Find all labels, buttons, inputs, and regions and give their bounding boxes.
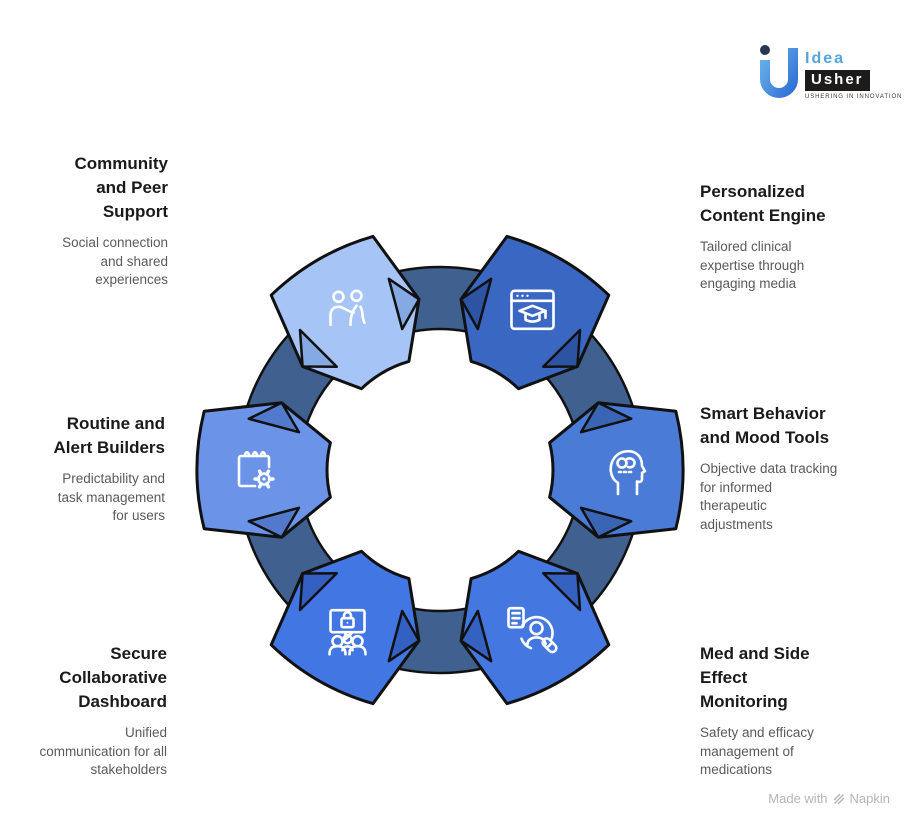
segment-fold <box>579 506 633 539</box>
calendar-gear-icon <box>237 451 275 489</box>
label-community-title: Community and Peer Support <box>74 154 169 221</box>
label-smart-title: Smart Behavior and Mood Tools <box>700 404 830 447</box>
segment-arrow-routine <box>195 401 332 539</box>
label-community-description: Social connection and shared experiences <box>62 235 168 287</box>
logo-text: Idea Usher USHERING IN INNOVATION <box>805 50 902 100</box>
segment-fold <box>541 328 582 369</box>
segment-med <box>459 549 611 706</box>
made-with-napkin-credit[interactable]: Made with Napkin <box>768 791 890 806</box>
segment-community <box>269 234 421 391</box>
segment-fold <box>459 277 493 331</box>
cycle-diagram <box>195 234 685 706</box>
logo-u-shape <box>760 48 798 98</box>
credit-prefix: Made with <box>768 791 828 806</box>
label-med-title: Med and Side Effect Monitoring <box>700 644 810 711</box>
segment-fold <box>247 401 301 434</box>
label-routine-description: Predictability and task management for u… <box>57 471 165 523</box>
segment-fold <box>247 506 301 539</box>
patient-pill-icon <box>507 606 558 654</box>
people-community-icon <box>329 289 366 327</box>
idea-usher-logo: Idea Usher USHERING IN INNOVATION <box>757 42 902 102</box>
label-secure: Secure Collaborative Dashboard Unified c… <box>17 642 167 780</box>
lock-screen-people-icon <box>328 608 367 656</box>
label-secure-description: Unified communication for all stakeholde… <box>39 725 167 777</box>
label-secure-title: Secure Collaborative Dashboard <box>59 644 167 711</box>
logo-brand-top: Idea <box>805 50 846 67</box>
segment-fold <box>579 401 633 434</box>
segment-personalized <box>459 234 611 391</box>
label-smart: Smart Behavior and Mood Tools Objective … <box>700 402 855 534</box>
label-smart-description: Objective data tracking for informed the… <box>700 461 838 532</box>
label-community: Community and Peer Support Social connec… <box>18 152 168 290</box>
segment-fold <box>541 571 582 612</box>
logo-brand-bottom: Usher <box>805 70 870 91</box>
logo-dot <box>760 45 770 55</box>
credit-brand: Napkin <box>849 791 890 806</box>
browser-graduation-icon <box>510 289 555 331</box>
label-personalized-description: Tailored clinical expertise through enga… <box>700 239 805 291</box>
label-routine-title: Routine and Alert Builders <box>53 414 165 457</box>
label-personalized-title: Personalized Content Engine <box>700 182 826 225</box>
segment-fold <box>298 571 339 612</box>
idea-usher-logomark <box>760 45 798 98</box>
logo-tagline: USHERING IN INNOVATION <box>805 94 903 100</box>
segment-fold <box>298 328 339 369</box>
napkin-logo-icon <box>833 793 844 804</box>
segment-fold <box>459 609 493 663</box>
segment-fold <box>387 277 421 331</box>
label-med-description: Safety and efficacy management of medica… <box>700 725 814 777</box>
segment-arrow-smart <box>548 401 685 539</box>
segment-fold <box>387 609 421 663</box>
label-med: Med and Side Effect Monitoring Safety an… <box>700 642 850 780</box>
head-brain-icon <box>609 449 647 496</box>
segment-routine <box>195 401 332 539</box>
segment-smart <box>548 401 685 539</box>
label-routine: Routine and Alert Builders Predictabilit… <box>15 412 165 526</box>
label-personalized: Personalized Content Engine Tailored cli… <box>700 180 855 294</box>
